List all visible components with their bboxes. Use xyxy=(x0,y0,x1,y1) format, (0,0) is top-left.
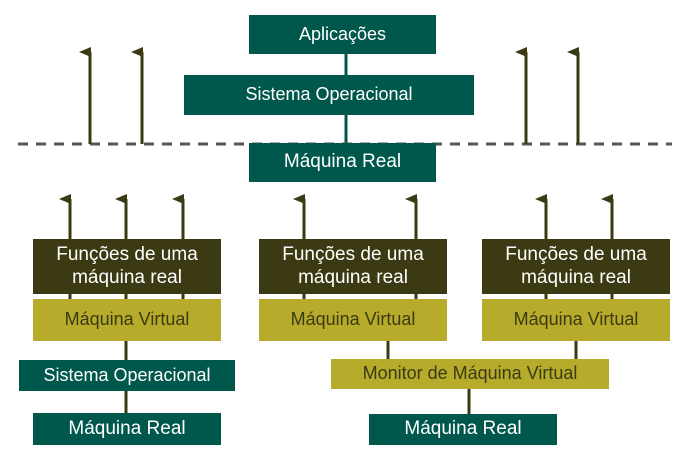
vm-monitor-box: Monitor de Máquina Virtual xyxy=(331,359,609,389)
left-real-machine-box: Máquina Real xyxy=(33,413,221,445)
applications-box: Aplicações xyxy=(249,15,436,54)
top-real-machine-box: Máquina Real xyxy=(249,143,436,182)
vm2-virtual-machine-box: Máquina Virtual xyxy=(482,299,670,341)
applications-label: Aplicações xyxy=(298,23,387,44)
right-real-machine-label: Máquina Real xyxy=(404,418,522,440)
left-functions-box: Funções de uma máquina real xyxy=(33,239,221,294)
vm-monitor-label: Monitor de Máquina Virtual xyxy=(362,363,578,384)
vm1-functions-label: Funções de uma máquina real xyxy=(282,243,424,288)
left-virtual-machine-box: Máquina Virtual xyxy=(33,299,221,341)
vm1-virtual-machine-label: Máquina Virtual xyxy=(290,309,416,330)
vm2-virtual-machine-label: Máquina Virtual xyxy=(513,309,639,330)
vm2-functions-label: Funções de uma máquina real xyxy=(505,243,647,288)
left-operating-system-label: Sistema Operacional xyxy=(43,364,211,385)
vm2-functions-box: Funções de uma máquina real xyxy=(482,239,670,294)
top-operating-system-box: Sistema Operacional xyxy=(184,75,474,115)
vm1-virtual-machine-box: Máquina Virtual xyxy=(259,299,447,341)
vm1-functions-box: Funções de uma máquina real xyxy=(259,239,447,294)
right-real-machine-box: Máquina Real xyxy=(369,414,557,445)
left-functions-label: Funções de uma máquina real xyxy=(56,243,198,288)
top-operating-system-label: Sistema Operacional xyxy=(245,84,413,105)
top-real-machine-label: Máquina Real xyxy=(283,151,402,173)
left-virtual-machine-label: Máquina Virtual xyxy=(64,309,190,330)
left-real-machine-label: Máquina Real xyxy=(68,417,186,439)
left-operating-system-box: Sistema Operacional xyxy=(19,360,235,391)
